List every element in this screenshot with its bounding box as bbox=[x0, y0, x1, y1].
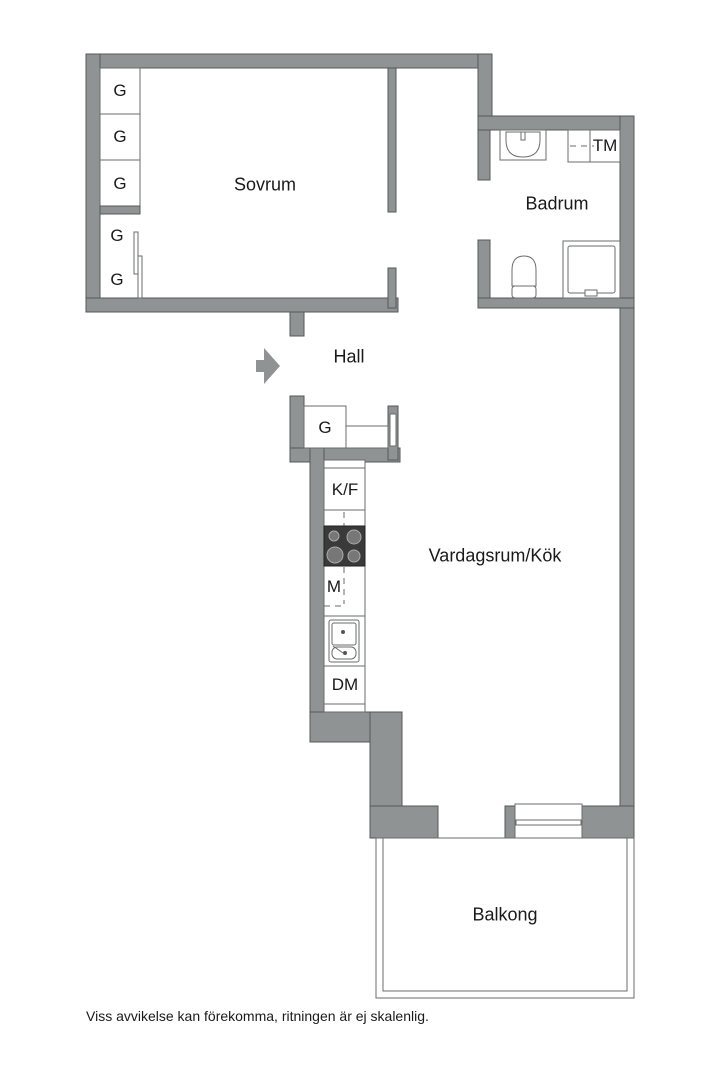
wall-bottom-bedroom bbox=[85, 297, 399, 313]
wardrobe-label: G bbox=[113, 174, 127, 193]
wall-right bbox=[619, 115, 635, 839]
wardrobe-label: G bbox=[113, 81, 127, 100]
room-label-vardagsrum-kok: Vardagsrum/Kök bbox=[428, 545, 562, 566]
balcony-door bbox=[514, 803, 583, 839]
hall-closet bbox=[303, 405, 397, 449]
wall-bedroom-partition-top bbox=[387, 67, 397, 213]
hall-wardrobe bbox=[303, 405, 347, 449]
wall-kitchen-left bbox=[309, 447, 325, 743]
wardrobe-divider bbox=[99, 205, 141, 215]
wall-top-bathroom bbox=[477, 115, 635, 131]
washing-machine-label: TM bbox=[592, 136, 618, 155]
burner-icon bbox=[346, 529, 362, 545]
toilet-tank bbox=[511, 285, 537, 299]
kitchen-counter bbox=[323, 459, 366, 713]
hall-wardrobe-label: G bbox=[318, 418, 332, 437]
toilet-icon bbox=[511, 255, 537, 287]
counter bbox=[323, 459, 366, 713]
wall-bottom-left bbox=[369, 805, 439, 839]
bathroom-fixtures bbox=[499, 129, 621, 299]
shower bbox=[562, 240, 621, 299]
wardrobe-1 bbox=[99, 67, 141, 115]
wall-bedroom-partition-bottom bbox=[387, 267, 397, 309]
room-label-sovrum: Sovrum bbox=[233, 174, 297, 195]
sink-icon bbox=[505, 131, 541, 158]
wardrobe-label: G bbox=[110, 270, 124, 289]
bedroom-wardrobes bbox=[99, 67, 143, 299]
wall-door-jamb bbox=[504, 805, 516, 839]
hall-shelf bbox=[345, 425, 389, 449]
hall-door bbox=[389, 413, 397, 447]
room-label-balkong: Balkong bbox=[472, 904, 538, 925]
room-label-hall: Hall bbox=[333, 346, 365, 367]
entrance-arrow-icon bbox=[256, 348, 280, 384]
wardrobe-label: G bbox=[110, 226, 124, 245]
wall-top-bedroom bbox=[85, 53, 493, 69]
wall-left-bedroom bbox=[85, 53, 101, 313]
balcony bbox=[375, 837, 635, 999]
door-threshold bbox=[515, 819, 582, 826]
faucet-icon bbox=[520, 131, 526, 141]
sliding-door-2 bbox=[137, 255, 143, 299]
wall-bottom-right bbox=[581, 805, 635, 839]
microwave-label: M bbox=[326, 577, 342, 596]
fridge-freezer-label: K/F bbox=[331, 480, 359, 499]
shower-valve-icon bbox=[584, 289, 598, 297]
burner-icon bbox=[326, 546, 344, 564]
wall-bath-left-top bbox=[477, 129, 491, 181]
room-label-badrum: Badrum bbox=[525, 193, 589, 214]
wall-bath-bottom bbox=[477, 297, 635, 309]
dishwasher-label: DM bbox=[331, 675, 359, 694]
balcony-inner bbox=[382, 837, 628, 992]
sliding-door-1 bbox=[133, 231, 139, 275]
burner-icon bbox=[347, 549, 361, 563]
kitchen-sink-icon bbox=[328, 619, 360, 663]
wardrobe-label: G bbox=[113, 127, 127, 146]
wall-hall-left-top bbox=[289, 311, 305, 337]
burner-icon bbox=[328, 530, 340, 542]
disclaimer-text: Viss avvikelse kan förekomma, ritningen … bbox=[86, 1008, 429, 1024]
